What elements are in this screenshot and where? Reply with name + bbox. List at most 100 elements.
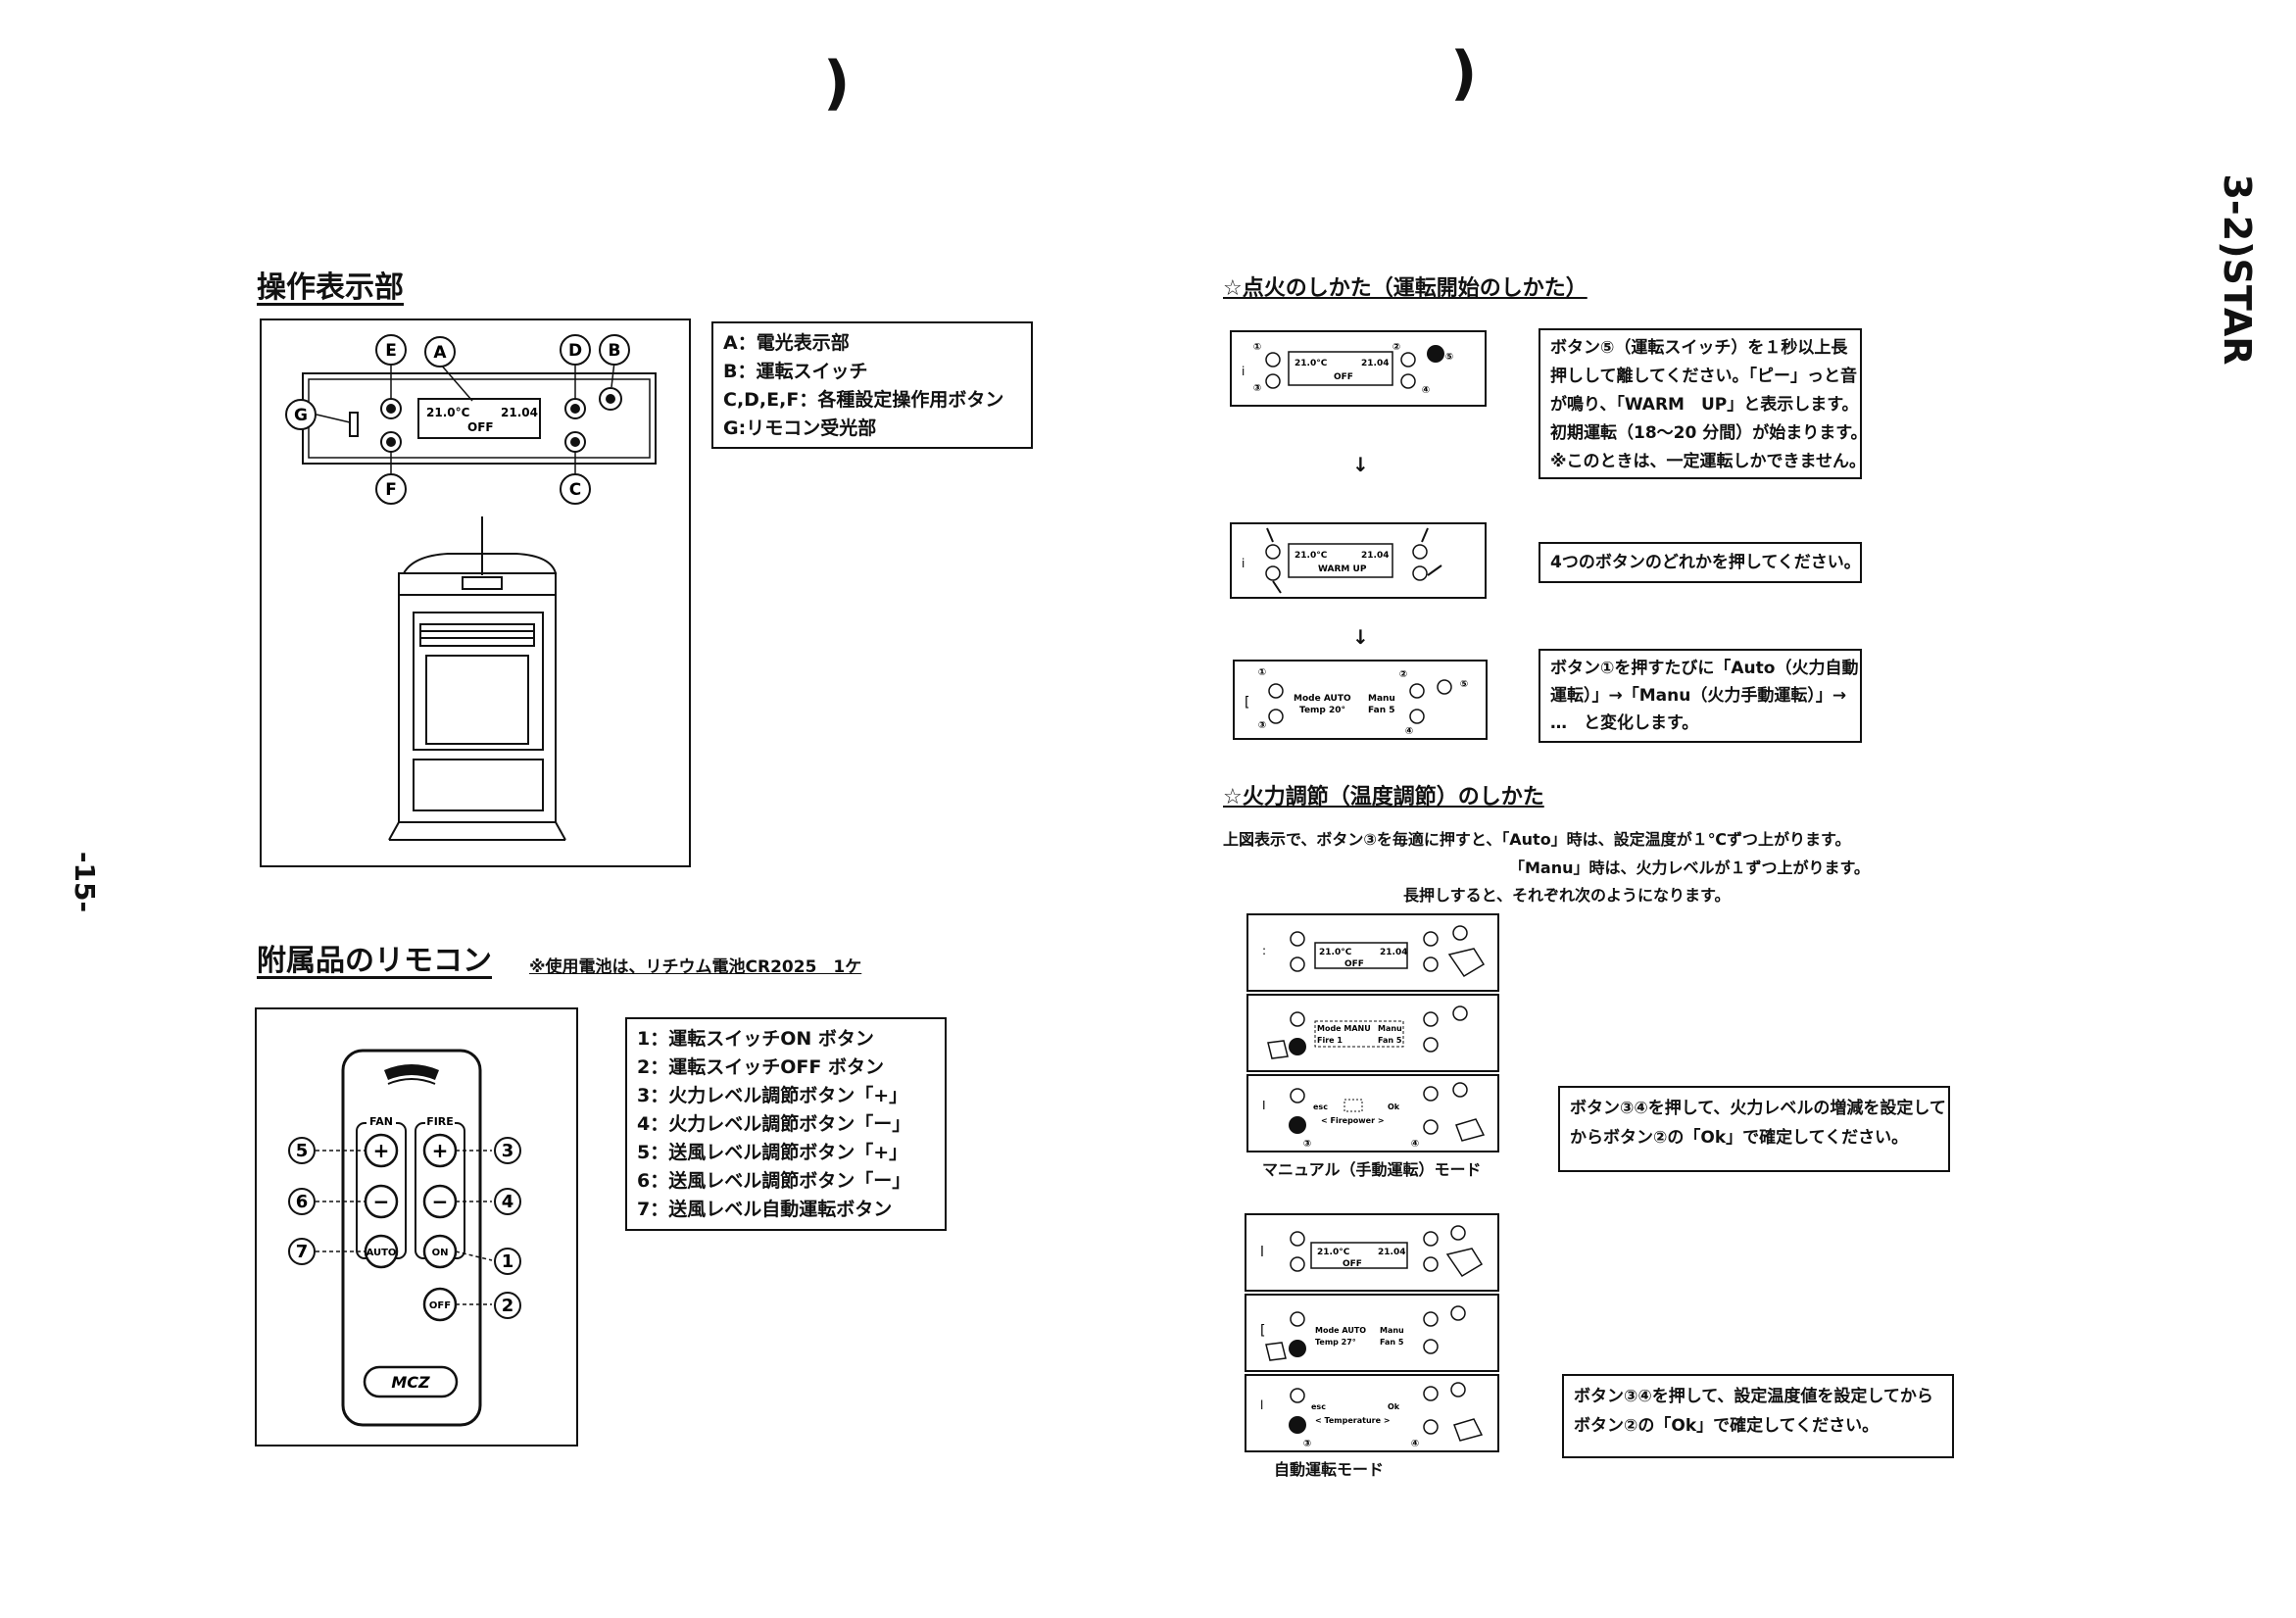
svg-text:G: G [294, 406, 308, 425]
svg-text:l: l [1260, 1398, 1263, 1412]
step1-line: 押しして離してください。「ピー」っと音 [1550, 367, 1857, 386]
svg-text:i: i [1242, 557, 1245, 570]
legend-line: 4：火力レベル調節ボタン「ー」 [637, 1113, 911, 1135]
panel-title: 操作表示部 [257, 270, 404, 305]
svg-text:Ok: Ok [1388, 1103, 1400, 1111]
svg-text:21.04: 21.04 [1361, 359, 1389, 368]
svg-text:+: + [432, 1139, 449, 1162]
legend-line: 3：火力レベル調節ボタン「+」 [637, 1085, 908, 1106]
manual-note-box: ボタン③④を押して、火力レベルの増減を設定して からボタン②の「Ok」で確定して… [1558, 1086, 1950, 1172]
manual-panel-2: Mode MANU Manu Fire 1 Fan 5 [1246, 994, 1499, 1072]
svg-text:Temp 20°: Temp 20° [1299, 706, 1345, 715]
step1-line: が鳴り、「WARM UP」と表示します。 [1550, 395, 1859, 415]
scan-mark: ) [823, 49, 851, 118]
auto-note-box: ボタン③④を押して、設定温度値を設定してから ボタン②の「Ok」で確定してくださ… [1562, 1374, 1954, 1458]
svg-text:MCZ: MCZ [391, 1373, 430, 1392]
legend-line: A：電光表示部 [723, 332, 850, 354]
legend-line: C,D,E,F：各種設定操作用ボタン [723, 389, 1004, 411]
fire-line-2: 「Manu」時は、火力レベルが１ずつ上がります。 [1509, 858, 1870, 877]
svg-text:−: − [432, 1190, 449, 1213]
svg-text:Fan 5: Fan 5 [1368, 706, 1395, 715]
svg-text:7: 7 [296, 1242, 309, 1262]
svg-text:3: 3 [502, 1141, 514, 1161]
svg-text:F: F [385, 480, 397, 500]
svg-text::: : [1262, 944, 1266, 957]
svg-text:E: E [385, 341, 397, 361]
flow-arrow: ↓ [1352, 625, 1369, 649]
auto-note-line: ボタン②の「Ok」で確定してください。 [1574, 1416, 1880, 1436]
svg-text:OFF: OFF [429, 1300, 451, 1311]
legend-line: 5：送風レベル調節ボタン「+」 [637, 1142, 908, 1163]
panel-legend-box: A：電光表示部 B：運転スイッチ C,D,E,F：各種設定操作用ボタン G:リモ… [711, 321, 1033, 449]
auto-panel-2: Mode AUTO Manu Temp 27° Fan 5 [ [1245, 1294, 1499, 1372]
svg-text:i: i [1242, 365, 1245, 378]
svg-text:OFF: OFF [1343, 1259, 1362, 1269]
svg-text:⑤: ⑤ [1460, 679, 1468, 690]
legend-line: 7：送風レベル自動運転ボタン [637, 1199, 893, 1220]
svg-text:D: D [568, 341, 582, 361]
svg-text:④: ④ [1411, 1139, 1419, 1150]
svg-text:ON: ON [432, 1248, 449, 1258]
step1-line: 初期運転（18〜20 分間）が始まります。 [1550, 423, 1868, 443]
step3-line: ボタン①を押すたびに「Auto（火力自動 [1550, 659, 1859, 678]
svg-text:③: ③ [1258, 720, 1266, 731]
svg-text:6: 6 [296, 1192, 309, 1212]
svg-text:21.0°C: 21.0°C [1295, 359, 1328, 368]
fire-line-1: 上図表示で、ボタン③を毎適に押すと、「Auto」時は、設定温度が１℃ずつ上がりま… [1223, 830, 1851, 849]
remote-diagram: FAN FIRE ++ −− AUTO ON OFF MCZ 1 [288, 1049, 521, 1427]
svg-text:21.04: 21.04 [501, 406, 538, 419]
svg-text:Manu: Manu [1380, 1326, 1404, 1335]
svg-text:①: ① [1258, 667, 1266, 678]
svg-text:FAN: FAN [369, 1115, 393, 1128]
remote-note: ※使用電池は、リチウム電池CR2025 1ケ [529, 957, 862, 977]
ignition-panel-2: 21.0°C 21.04 WARM UP i [1230, 522, 1487, 599]
svg-text:Fan 5: Fan 5 [1378, 1036, 1402, 1045]
svg-text:Manu: Manu [1368, 694, 1395, 704]
svg-text:21.04: 21.04 [1361, 551, 1389, 561]
remote-figure: FAN FIRE ++ −− AUTO ON OFF MCZ 1 [255, 1007, 578, 1446]
svg-text:Mode AUTO: Mode AUTO [1315, 1326, 1366, 1335]
svg-text:Manu: Manu [1378, 1024, 1402, 1033]
svg-text:esc: esc [1313, 1103, 1328, 1111]
svg-text:+: + [373, 1139, 390, 1162]
svg-text:1: 1 [502, 1251, 514, 1272]
svg-text:④: ④ [1405, 726, 1413, 737]
svg-text:WARM UP: WARM UP [1318, 564, 1367, 574]
svg-text:⑤: ⑤ [1445, 352, 1453, 363]
svg-text:−: − [373, 1190, 390, 1213]
svg-text:②: ② [1399, 669, 1407, 680]
manual-panel-1: 21.0°C 21.04 OFF : [1246, 913, 1499, 992]
svg-text:21.0°C: 21.0°C [1317, 1248, 1350, 1257]
svg-text:OFF: OFF [1344, 959, 1364, 969]
control-panel-diagram: 21.0°C 21.04 OFF A B C D E F G [285, 334, 657, 841]
svg-text:Mode AUTO: Mode AUTO [1294, 694, 1351, 704]
svg-text:③: ③ [1303, 1439, 1311, 1449]
svg-text:5: 5 [296, 1141, 309, 1161]
svg-text:③: ③ [1253, 383, 1261, 394]
legend-line: 6：送風レベル調節ボタン「ー」 [637, 1170, 911, 1192]
fire-title: ☆火力調節（温度調節）のしかた [1223, 785, 1544, 809]
svg-text:Ok: Ok [1388, 1402, 1400, 1411]
page-number: -15- [69, 851, 101, 913]
stove-illustration [388, 553, 566, 841]
ignition-title: ☆点火のしかた（運転開始のしかた） [1223, 276, 1588, 301]
svg-text:< Temperature >: < Temperature > [1315, 1416, 1391, 1425]
svg-text:OFF: OFF [1334, 372, 1353, 382]
svg-text:[: [ [1260, 1323, 1265, 1339]
svg-text:< Firepower >: < Firepower > [1321, 1116, 1385, 1125]
svg-text:C: C [569, 480, 581, 500]
auto-note-line: ボタン③④を押して、設定温度値を設定してから [1574, 1387, 1933, 1406]
step2-box: 4つのボタンのどれかを押してください。 [1539, 542, 1862, 583]
step2-line: 4つのボタンのどれかを押してください。 [1550, 553, 1861, 572]
fire-line-3: 長押しすると、それぞれ次のようになります。 [1403, 886, 1731, 905]
step1-line: ボタン⑤（運転スイッチ）を１秒以上長 [1550, 338, 1848, 358]
flow-arrow: ↓ [1352, 453, 1369, 476]
svg-text:21.0°C: 21.0°C [1295, 551, 1328, 561]
svg-text:esc: esc [1311, 1402, 1326, 1411]
manual-caption: マニュアル（手動運転）モード [1262, 1160, 1482, 1179]
step1-line: ※このときは、一定運転しかできません。 [1550, 452, 1867, 471]
